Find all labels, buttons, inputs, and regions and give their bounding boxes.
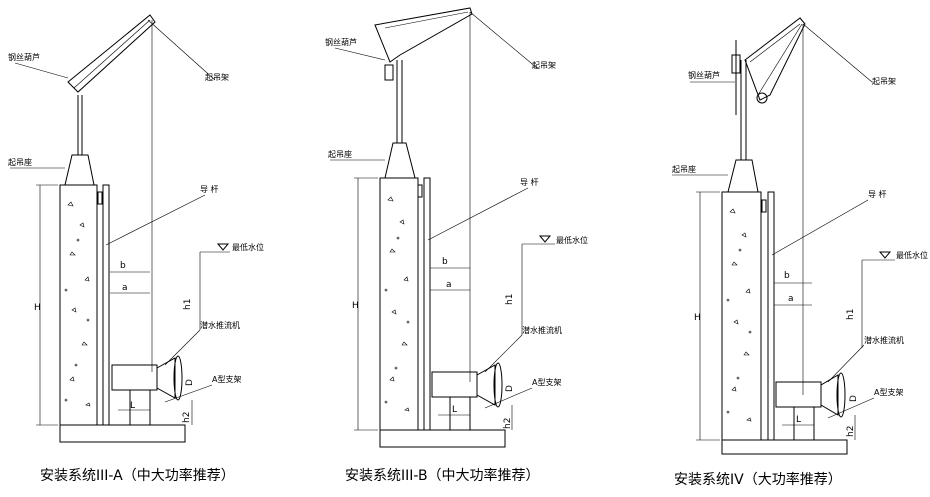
- dim-h1: h1: [183, 299, 193, 310]
- label-hoist: 钢丝葫芦: [8, 52, 40, 62]
- dim-D: D: [185, 379, 195, 386]
- caption-2: 安装系统III-B（中大功率推荐）: [345, 467, 540, 484]
- dim-h1: h1: [505, 294, 515, 305]
- label-hoist: 钢丝葫芦: [325, 37, 357, 47]
- dim-H: H: [34, 303, 41, 313]
- concrete-wall: [379, 177, 419, 431]
- label-water: 最低水位: [556, 235, 588, 245]
- guide-rail: [423, 177, 431, 431]
- label-hoist: 钢丝葫芦: [688, 70, 720, 80]
- dim-b: b: [120, 261, 126, 271]
- dim-a: a: [788, 294, 794, 304]
- label-bracket: A型支架: [874, 387, 903, 397]
- label-water: 最低水位: [232, 242, 264, 252]
- concrete-wall: [59, 184, 98, 426]
- label-crane: 起吊架: [872, 77, 896, 86]
- dim-D: D: [849, 395, 859, 402]
- label-base: 起吊座: [328, 149, 352, 159]
- label-bracket: A型支架: [532, 377, 561, 387]
- concrete-texture: [384, 196, 410, 412]
- base-slab: [379, 429, 506, 448]
- base-slab: [721, 439, 848, 455]
- label-rod: 导 杆: [200, 184, 219, 194]
- label-base: 起吊座: [672, 164, 696, 174]
- panel-1: 钢丝葫芦 起吊架 起吊座 导 杆 最低水位 潜水推流机 A型支架 H h1 h2…: [8, 14, 264, 484]
- label-crane: 起吊架: [205, 73, 229, 82]
- concrete-wall: [721, 191, 762, 441]
- label-base: 起吊座: [8, 157, 32, 167]
- hoist-base: [64, 154, 95, 186]
- guide-rail: [767, 191, 775, 441]
- panel-3: 钢丝葫芦 起吊架 起吊座 导 杆 最低水位 潜水推流机 A型支架 H h1 h2…: [672, 17, 928, 488]
- dim-H: H: [352, 301, 359, 311]
- mixer: [431, 362, 503, 430]
- hoist-base: [727, 159, 759, 193]
- concrete-texture: [726, 208, 752, 422]
- hoist-base: [384, 142, 416, 179]
- crane-boom: [744, 17, 806, 101]
- dim-H: H: [694, 313, 701, 323]
- dim-h2: h2: [503, 418, 513, 429]
- dim-h2: h2: [182, 412, 192, 423]
- base-slab: [59, 424, 186, 443]
- dim-L: L: [796, 415, 801, 425]
- panel-2: 钢丝葫芦 起吊架 起吊座 导 杆 最低水位 潜水推流机 A型支架 H h1 h2…: [325, 7, 588, 484]
- mixer: [775, 372, 846, 440]
- label-mixer: 潜水推流机: [200, 320, 240, 330]
- crane-boom: [374, 7, 473, 63]
- dim-h1: h1: [846, 309, 856, 320]
- label-crane: 起吊架: [532, 61, 556, 70]
- label-bracket: A型支架: [212, 374, 241, 384]
- caption-1: 安装系统III-A（中大功率推荐）: [40, 467, 235, 484]
- dim-a: a: [446, 280, 452, 290]
- label-mixer: 潜水推流机: [522, 325, 562, 335]
- dim-D: D: [505, 385, 515, 392]
- concrete-texture: [64, 201, 91, 407]
- guide-rail: [102, 184, 110, 426]
- dim-L: L: [130, 401, 135, 411]
- dim-b: b: [442, 257, 448, 267]
- label-rod: 导 杆: [868, 189, 887, 199]
- crane-boom: [67, 14, 156, 93]
- dim-a: a: [122, 283, 128, 293]
- caption-3: 安装系统IV（大功率推荐）: [674, 471, 842, 488]
- label-water: 最低水位: [896, 250, 928, 260]
- dim-L: L: [452, 405, 457, 415]
- dim-b: b: [784, 271, 790, 281]
- label-mixer: 潜水推流机: [864, 335, 904, 345]
- dim-h2: h2: [846, 426, 856, 437]
- label-rod: 导 杆: [520, 177, 539, 187]
- mixer: [111, 355, 183, 425]
